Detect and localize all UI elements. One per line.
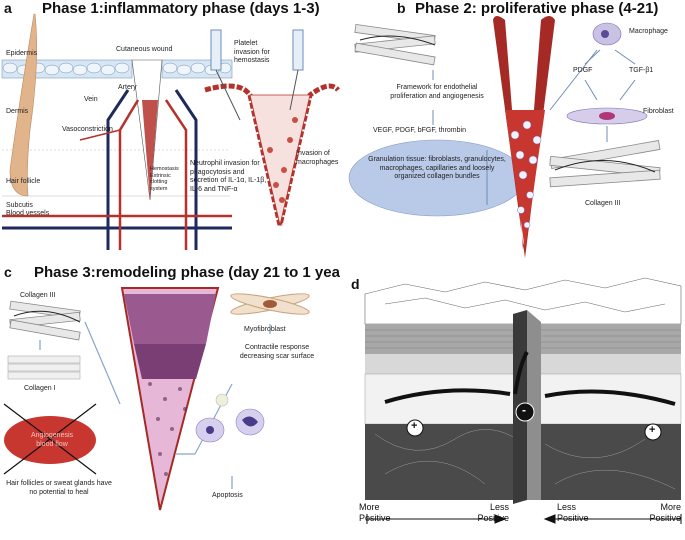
panel-b: b Phase 2: proliferative phase (4-21) Fr…: [345, 0, 685, 262]
label-artery: Artery: [118, 84, 137, 91]
label-less-positive-left: Less Positive: [477, 502, 509, 523]
panel-b-illustration: [348, 16, 661, 258]
label-less-positive-right: Less Positive: [557, 502, 589, 523]
label-neutrophil: Neutrophil invasion for phagocytosis and…: [190, 160, 267, 193]
charge-left: +: [411, 420, 418, 432]
panel-a-illustration: [1, 13, 340, 250]
panel-b-tag: b: [397, 0, 406, 16]
panel-c: c Phase 3:remodeling phase (day 21 to 1 …: [0, 264, 340, 540]
label-contractile: Contractile response decreasing scar sur…: [239, 344, 315, 360]
label-pdgf: PDGF: [573, 67, 593, 74]
label-more-positive-right: More Positive: [649, 502, 681, 523]
label-hemostasis: Hemostasis Extrinsic clotting system: [150, 166, 179, 192]
label-framework: Framework for endothelial proliferation …: [390, 84, 484, 100]
panel-c-tag: c: [4, 264, 12, 280]
panel-a-tag: a: [4, 0, 12, 16]
label-macrophage: Macrophage: [629, 28, 668, 35]
label-cutaneous-wound: Cutaneous wound: [116, 46, 173, 53]
label-macrophages: Invasion of macrophages: [296, 150, 339, 166]
charge-center: -: [522, 403, 526, 417]
label-hair-follicle: Hair follicle: [6, 178, 41, 185]
panel-b-title: Phase 2: proliferative phase (4-21): [415, 0, 659, 17]
label-platelet: Platelet invasion for hemostasis: [234, 40, 270, 64]
label-vasoconstriction: Vasoconstriction: [62, 126, 113, 133]
label-apoptosis: Apoptosis: [212, 492, 243, 499]
panel-d-illustration: [364, 277, 682, 524]
panel-c-title: Phase 3:remodeling phase (day 21 to 1 ye…: [34, 264, 340, 281]
charge-right: +: [649, 424, 656, 436]
label-hair-note: Hair follicles or sweat glands have no p…: [6, 480, 112, 496]
label-subcutis: Subcutis: [6, 202, 33, 209]
label-blood-vessels: Blood vessels: [6, 210, 50, 217]
panel-c-illustration: [3, 287, 310, 511]
label-collagen3-b: Collagen III: [585, 200, 621, 207]
label-granulation: Granulation tissue: fibroblasts, granulo…: [368, 156, 506, 180]
label-more-positive-left: More Positive: [359, 502, 391, 523]
panel-d: d + - + More Positive Less Positive Less…: [345, 264, 685, 540]
label-angiogenesis: Angiogenesis blood flow: [30, 432, 74, 448]
label-epidermis: Epidermis: [6, 50, 38, 57]
label-factors: VEGF, PDGF, bFGF, thrombin: [373, 127, 466, 134]
label-dermis: Dermis: [6, 108, 29, 115]
label-collagen3-c: Collagen III: [20, 292, 56, 299]
panel-a-title: Phase 1:inflammatory phase (days 1-3): [42, 0, 320, 17]
panel-a: a Phase 1:inflammatory phase (days 1-3) …: [0, 0, 340, 262]
label-tgf: TGF-β1: [629, 67, 654, 74]
label-myofibroblast: Myofibroblast: [244, 326, 286, 333]
panel-d-tag: d: [351, 276, 360, 292]
label-collagen1: Collagen I: [24, 385, 56, 392]
label-vein: Vein: [84, 96, 98, 103]
label-fibroblast: Fibroblast: [643, 108, 674, 115]
